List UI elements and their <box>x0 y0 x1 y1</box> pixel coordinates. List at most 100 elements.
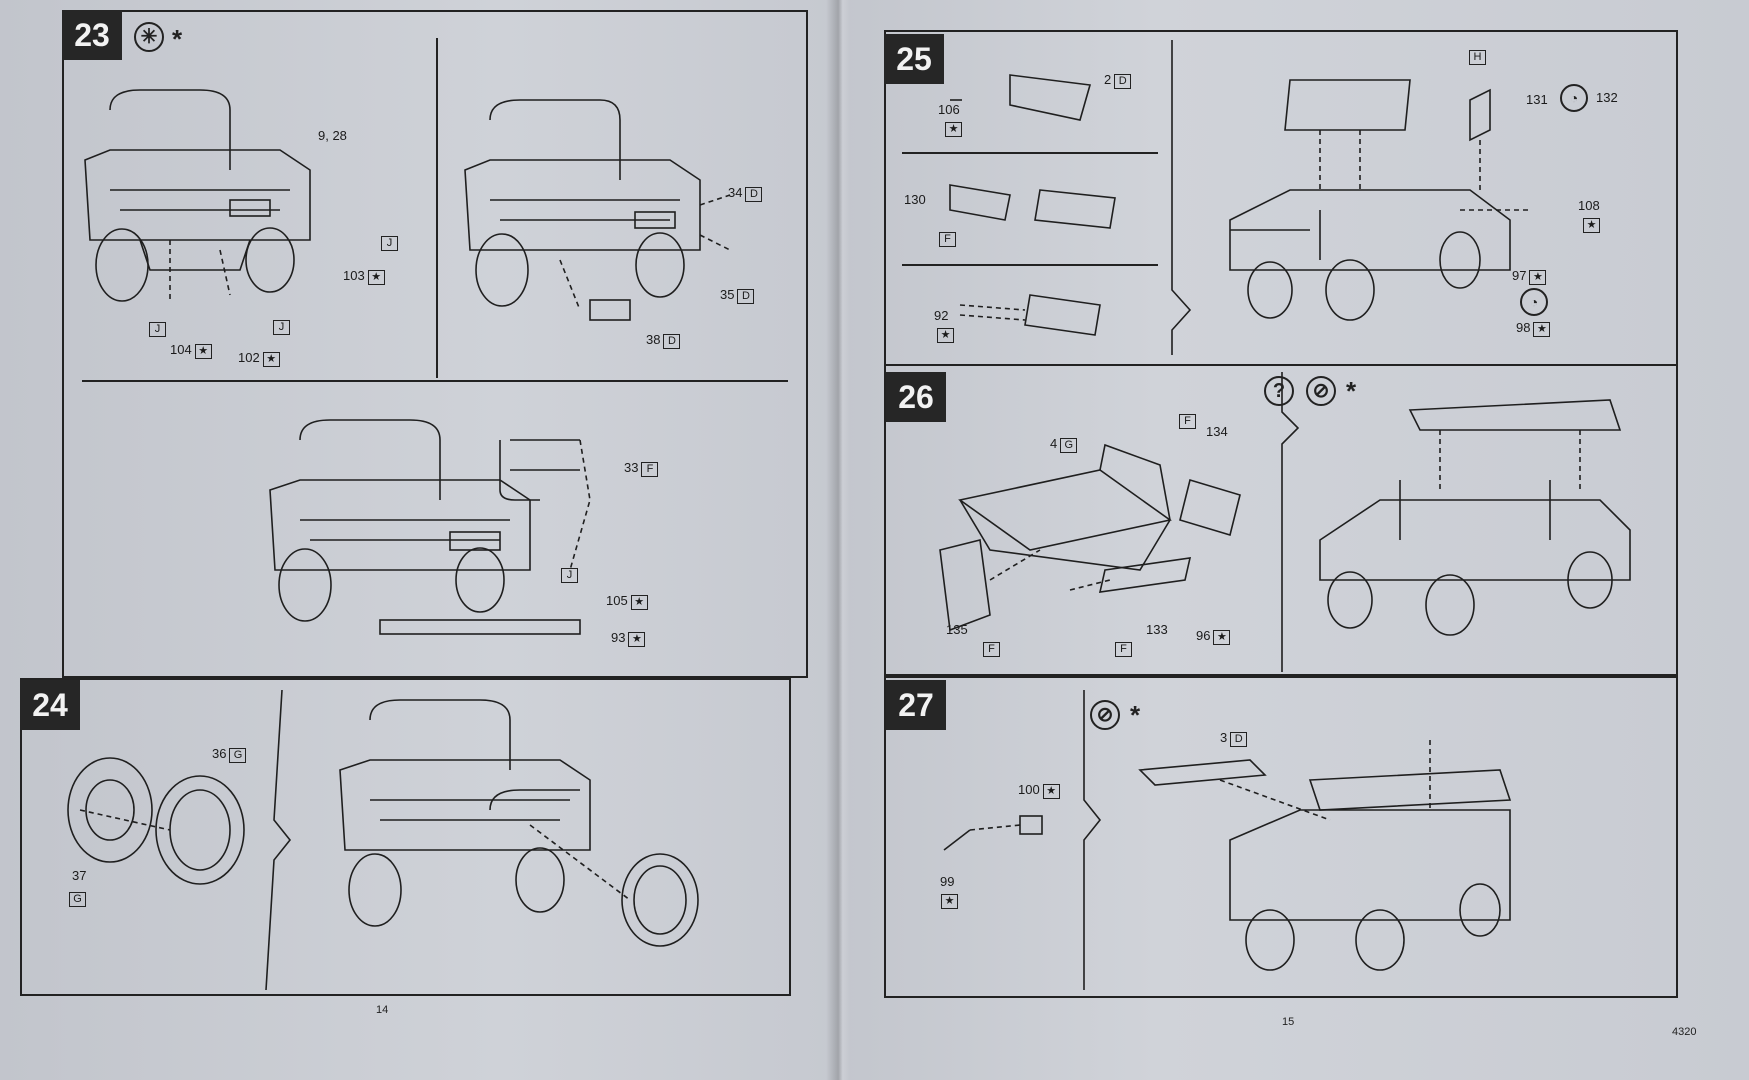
divider-23-vertical <box>436 38 438 378</box>
sprue-box: F <box>939 232 956 247</box>
part-number: 100 <box>1018 782 1040 797</box>
sprue-box: ★ <box>262 352 280 367</box>
sprue-box: H <box>1469 50 1486 65</box>
part-number: 96 <box>1196 628 1211 643</box>
label-132: 132 <box>1596 90 1618 105</box>
jeep-rear-drawing-1 <box>84 89 311 302</box>
step-25-badge: 25 <box>884 34 944 84</box>
sprue-box: ★ <box>945 122 962 137</box>
label-97: 97★ <box>1512 268 1547 285</box>
sprue-box: ★ <box>367 270 385 285</box>
step-27-badge: 27 <box>886 680 946 730</box>
label-108-box: ★ <box>1580 216 1600 233</box>
label-92: 92 <box>934 308 949 323</box>
part-number: 36 <box>212 746 227 761</box>
label-105: 105★ <box>606 593 648 610</box>
label-92-box: ★ <box>934 326 954 343</box>
sprue-box: ★ <box>194 344 212 359</box>
sprue-box: G <box>69 892 86 907</box>
jeep-spare-drawing <box>339 699 699 947</box>
label-99: 99 <box>940 874 955 889</box>
divider-24-chevron <box>265 689 292 991</box>
label-102: 102★ <box>238 350 280 367</box>
step-26-badge: 26 <box>886 372 946 422</box>
label-108: 108 <box>1578 198 1600 213</box>
sprue-box: F <box>1115 642 1132 657</box>
label-j-4: J <box>558 566 578 583</box>
part-number: 98 <box>1516 320 1531 335</box>
small-parts-27 <box>943 815 1043 851</box>
label-99-box: ★ <box>938 892 958 909</box>
divider-25-row2 <box>902 264 1158 266</box>
label-103: 103★ <box>343 268 385 285</box>
step-24-badge: 24 <box>20 680 80 730</box>
label-96: 96★ <box>1196 628 1231 645</box>
frame-step-27 <box>884 676 1678 998</box>
sprue-box: D <box>1114 74 1132 89</box>
frame-step-24 <box>20 678 791 996</box>
sprue-box: G <box>1060 438 1078 453</box>
label-98: 98★ <box>1516 320 1551 337</box>
part-number: 34 <box>728 185 743 200</box>
part-number: 97 <box>1512 268 1527 283</box>
label-130-box: F <box>936 230 956 247</box>
label-104: 104★ <box>170 342 212 359</box>
decal-132-icon: ◔ <box>1560 84 1588 112</box>
label-9-28: 9, 28 <box>318 128 347 143</box>
no-cement-icon-27: ⊘ <box>1090 700 1120 730</box>
jeep-rear-drawing-3 <box>269 419 591 635</box>
sprue-box: F <box>641 462 659 477</box>
label-134: 134 <box>1206 424 1228 439</box>
label-135-box: F <box>980 640 1000 657</box>
hardtop-parts-26 <box>939 443 1241 632</box>
page-right <box>838 0 1749 1080</box>
part-number: 93 <box>611 630 626 645</box>
sprue-box: D <box>737 289 755 304</box>
jeep-final-drawing <box>1138 740 1512 971</box>
label-135: 135 <box>946 622 968 637</box>
no-cement-icon: ⊘ <box>1306 376 1336 406</box>
sprue-box: ★ <box>628 632 646 647</box>
divider-25-bottom <box>884 364 1678 366</box>
label-j-2: J <box>146 320 166 337</box>
divider-25-row1 <box>902 152 1158 154</box>
sprue-box: D <box>663 334 681 349</box>
star-23: * <box>172 24 183 54</box>
sprue-box: F <box>1179 414 1196 429</box>
star-27: * <box>1130 700 1141 730</box>
star-26: * <box>1346 376 1357 406</box>
part-number: 33 <box>624 460 639 475</box>
sprue-box: D <box>745 187 763 202</box>
cement-icon: ✳ <box>134 22 164 52</box>
frame-step-23 <box>62 10 808 678</box>
part-number: 103 <box>343 268 365 283</box>
sprue-box: G <box>229 748 247 763</box>
jeep-hardtop-drawing <box>1319 399 1631 636</box>
sprue-box: J <box>149 322 166 337</box>
part-number: 3 <box>1220 730 1228 745</box>
label-130: 130 <box>904 192 926 207</box>
page-fold <box>826 0 850 1080</box>
label-106: 106 <box>938 102 960 117</box>
label-106-box: ★ <box>942 120 962 137</box>
sprue-box: ★ <box>941 894 958 909</box>
sprue-box: F <box>983 642 1000 657</box>
part-number: 102 <box>238 350 260 365</box>
label-37: 37 <box>72 868 87 883</box>
sprue-box: J <box>561 568 578 583</box>
label-133-box: F <box>1112 640 1132 657</box>
label-93: 93★ <box>611 630 646 647</box>
page-number-right: 15 <box>1282 1016 1295 1028</box>
label-37-box: G <box>66 890 86 907</box>
part-number: 38 <box>646 332 661 347</box>
label-j-1: J <box>378 234 398 251</box>
part-number: 2 <box>1104 72 1112 87</box>
sprue-box: ★ <box>1213 630 1231 645</box>
